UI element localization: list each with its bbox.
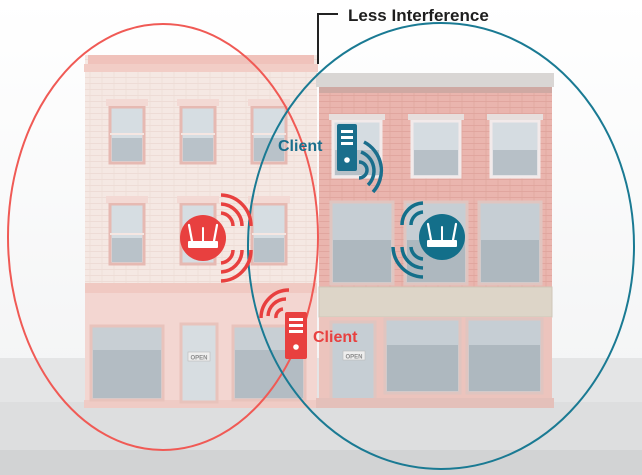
coverage-circle-right: [247, 22, 635, 470]
coverage-circle-left: [7, 23, 319, 451]
annotation-leader-line: [317, 13, 338, 64]
open-sign-left: OPEN: [190, 356, 207, 362]
client-bottom: [259, 288, 307, 359]
router-right: [391, 201, 465, 279]
client-top: [337, 124, 384, 194]
client-top-label: Client: [278, 138, 323, 155]
curb: [0, 402, 642, 450]
street: [0, 450, 642, 475]
open-sign-right: OPEN: [345, 355, 362, 361]
client-bottom-label: Client: [313, 329, 358, 346]
annotation-less-interference: Less Interference: [348, 6, 489, 25]
router-left: [180, 193, 253, 283]
